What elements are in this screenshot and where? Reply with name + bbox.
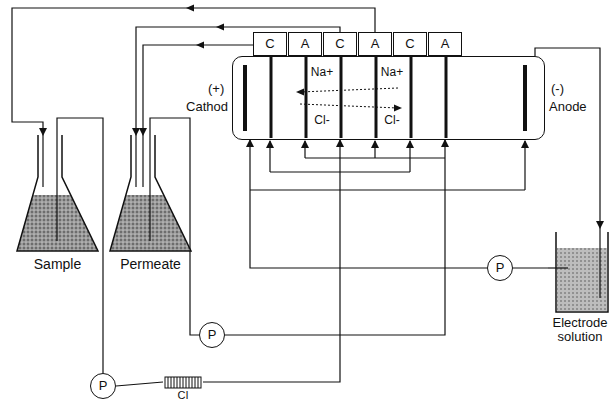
membrane-type: A xyxy=(301,37,310,51)
membrane-label-cell: A xyxy=(358,32,392,56)
pump: P xyxy=(90,373,116,399)
electrode-label: Anode xyxy=(549,100,587,114)
membrane-label-cell: A xyxy=(288,32,322,56)
electrode-tank: Electrode solution xyxy=(548,228,612,345)
flask: Sample xyxy=(15,135,100,282)
pump-label: P xyxy=(496,261,505,275)
column-hatching xyxy=(163,376,203,389)
ion-label: Cl- xyxy=(307,113,337,127)
ion-label: Cl- xyxy=(377,113,407,127)
electrode-label: (-) xyxy=(551,82,564,96)
pipe-connector xyxy=(513,267,548,268)
ion-label: Na+ xyxy=(307,65,337,79)
ion-arrowheads xyxy=(296,89,402,112)
feed-branches xyxy=(250,141,525,190)
membrane-type: C xyxy=(265,37,274,51)
ion-paths xyxy=(300,88,398,108)
flask-outline xyxy=(108,135,193,255)
tank-outline xyxy=(548,228,612,314)
electrode-label: (+) xyxy=(208,82,224,96)
pump: P xyxy=(487,255,513,281)
pump: P xyxy=(199,322,225,348)
membrane-label-cell: C xyxy=(253,32,287,56)
pump-label: P xyxy=(208,328,217,342)
pipe-connector xyxy=(136,27,340,135)
pipe-connector xyxy=(250,140,487,268)
pipe-connector xyxy=(225,140,445,335)
part-label: Sample xyxy=(34,257,81,272)
membrane-type: C xyxy=(335,37,344,51)
electrode-label: Cathod xyxy=(186,100,228,114)
flask: Permeate xyxy=(108,135,193,282)
ion-label: Na+ xyxy=(377,65,407,79)
part-label: Permeate xyxy=(120,257,181,272)
membrane-label-cell: C xyxy=(393,32,427,56)
pump-label: P xyxy=(99,379,108,393)
column-filter: CI xyxy=(163,376,203,400)
pipe-connector xyxy=(116,382,163,386)
membrane-label-cell: C xyxy=(323,32,357,56)
flask-outline xyxy=(15,135,100,255)
pipe-connector xyxy=(12,8,375,135)
membrane-type: C xyxy=(405,37,414,51)
membrane-type: A xyxy=(441,37,450,51)
part-label: CI xyxy=(178,389,189,401)
pipe-connector xyxy=(203,140,340,382)
pipe-connector xyxy=(143,32,270,135)
electrodialysis-stack: Na+ Na+ Cl- Cl- xyxy=(232,56,545,140)
membrane-label-cell: A xyxy=(428,32,462,56)
membrane-type: A xyxy=(371,37,380,51)
part-label: Electrode solution xyxy=(548,316,612,345)
